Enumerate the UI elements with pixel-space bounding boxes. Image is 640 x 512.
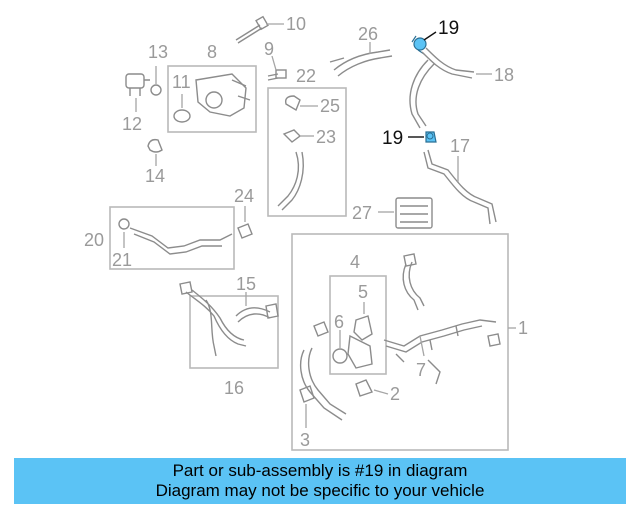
- group-box-4: [329, 275, 387, 375]
- banner-line-2: Diagram may not be specific to your vehi…: [155, 481, 485, 500]
- callout-19-top: 19: [438, 18, 459, 39]
- callout-27: 27: [352, 203, 372, 223]
- parts-diagram: 10 9 13 8 11 12 14 22 25 23 26 19 18 19 …: [84, 14, 528, 451]
- group-box-22: [267, 87, 347, 217]
- callout-15: 15: [236, 274, 256, 294]
- callout-19-bottom: 19: [382, 128, 403, 149]
- clip-part-23: [282, 129, 302, 143]
- leader-2: [373, 389, 389, 395]
- cooler-part-27: [395, 197, 433, 229]
- callout-23: 23: [316, 127, 336, 147]
- hose-part-3: [299, 347, 347, 421]
- callout-7: 7: [416, 360, 426, 380]
- hose-part-1-upper: [402, 261, 425, 311]
- clip-part-16: [179, 281, 193, 295]
- group-box-1: [291, 233, 509, 451]
- clip-part-2: [355, 379, 373, 397]
- bolt-part-9: [267, 69, 287, 81]
- housing-part-8: [195, 73, 251, 117]
- clip-part-14: [147, 138, 163, 153]
- callout-25: 25: [320, 96, 340, 116]
- callout-21: 21: [112, 250, 132, 270]
- clip-part-15: [265, 303, 279, 319]
- group-box-16: [189, 295, 279, 369]
- pipe-part-17: [423, 149, 497, 225]
- ring-part-21: [118, 218, 130, 230]
- callout-16: 16: [224, 378, 244, 398]
- hose-part-22: [277, 151, 304, 211]
- callout-24: 24: [234, 186, 254, 206]
- callout-14: 14: [145, 166, 165, 186]
- clip-part-1-upper: [403, 253, 417, 267]
- fitting-part-5: [347, 315, 373, 369]
- callout-3: 3: [300, 430, 310, 450]
- clip-part-1-left: [313, 321, 329, 337]
- callout-22: 22: [296, 66, 316, 86]
- pipe-part-20: [129, 227, 233, 255]
- callout-4: 4: [350, 252, 360, 272]
- callout-18: 18: [494, 65, 514, 85]
- bolt-part-10: [235, 15, 269, 44]
- clip-part-1-right: [487, 333, 501, 347]
- callout-20: 20: [84, 230, 104, 250]
- callout-17: 17: [450, 136, 470, 156]
- clip-part-3: [299, 385, 315, 403]
- pipe-part-26: [329, 49, 393, 77]
- fitting-part-25: [284, 95, 301, 112]
- clamp-part-19-bottom: [425, 131, 437, 143]
- seal-part-11: [173, 109, 191, 123]
- callout-9: 9: [264, 39, 274, 59]
- callout-1: 1: [518, 318, 528, 338]
- info-banner: Part or sub-assembly is #19 in diagram D…: [14, 458, 626, 504]
- callout-2: 2: [390, 384, 400, 404]
- callout-8: 8: [207, 42, 217, 62]
- hose-part-15: [235, 307, 271, 323]
- hose-part-16: [185, 289, 247, 357]
- ring-part-6: [332, 348, 348, 364]
- leader-7: [419, 335, 425, 357]
- leader-9: [271, 55, 277, 71]
- pipe-part-7: [383, 319, 497, 385]
- callout-11: 11: [172, 72, 191, 92]
- ring-part-13: [150, 84, 162, 96]
- callout-5: 5: [358, 282, 368, 302]
- callout-12: 12: [122, 114, 142, 134]
- clamp-part-19-top: [411, 35, 427, 55]
- hose-part-18: [409, 47, 475, 129]
- callout-10: 10: [286, 14, 306, 34]
- clip-part-24: [237, 223, 253, 239]
- callout-26: 26: [358, 24, 378, 44]
- sensor-part-12: [125, 73, 150, 96]
- leader-19-top: [423, 31, 437, 41]
- callout-6: 6: [334, 312, 344, 332]
- banner-line-1: Part or sub-assembly is #19 in diagram: [172, 461, 468, 480]
- group-box-8: [167, 65, 257, 133]
- callout-13: 13: [148, 42, 168, 62]
- group-box-20: [109, 206, 235, 270]
